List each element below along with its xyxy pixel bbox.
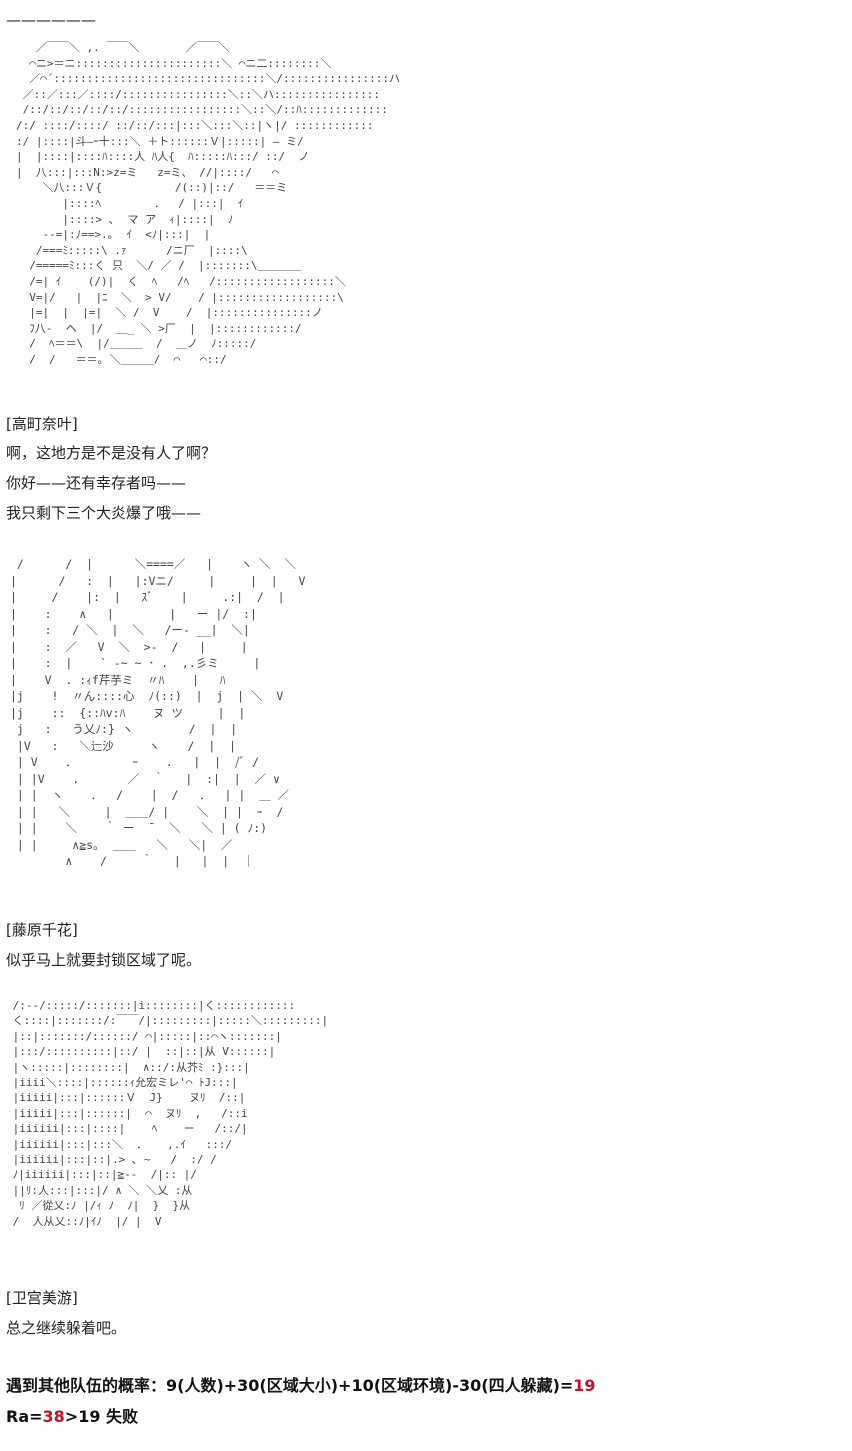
speaker-chika: [藤原千花]: [6, 921, 78, 939]
formula-text: 遇到其他队伍的概率：9(人数)+30(区域大小)+10(区域环境)-30(四人躲…: [6, 1376, 574, 1395]
ascii-art-nanoha: ／￣￣＼ ,. ￣￣＼ ／￣￣＼ ⌒ニ>＝ニ::::::::::::::::::…: [16, 41, 400, 366]
dialogue-line: 啊，这地方是不是没有人了啊？: [6, 444, 217, 462]
ascii-art-chika: / / | ＼====／ | ヽ ＼ ＼ | / : | |:Vニ/ | | |…: [10, 557, 306, 868]
dialogue-line: 似乎马上就要封锁区域了呢。: [6, 951, 202, 969]
speaker-nanoha: [高町奈叶]: [6, 415, 78, 433]
dialogue-line: 总之继续躲着吧。: [6, 1319, 127, 1337]
dialogue-line: 你好——还有幸存者吗——: [6, 474, 187, 492]
roll-value: 38: [42, 1407, 65, 1426]
roll-outcome: >19 失败: [64, 1407, 139, 1426]
ascii-art-miyu: /:-‐/:::::/:::::::|i::::::::|く::::::::::…: [12, 999, 329, 1228]
formula-result: 19: [573, 1376, 596, 1395]
speaker-miyu: [卫宫美游]: [6, 1289, 78, 1307]
dialogue-line: 我只剩下三个大炎爆了哦——: [6, 504, 202, 522]
encounter-formula: 遇到其他队伍的概率：9(人数)+30(区域大小)+10(区域环境)-30(四人躲…: [6, 1376, 596, 1396]
top-rule: ——————: [6, 11, 96, 29]
roll-prefix: Ra=: [6, 1407, 43, 1426]
roll-result: Ra=38>19 失败: [6, 1407, 138, 1427]
